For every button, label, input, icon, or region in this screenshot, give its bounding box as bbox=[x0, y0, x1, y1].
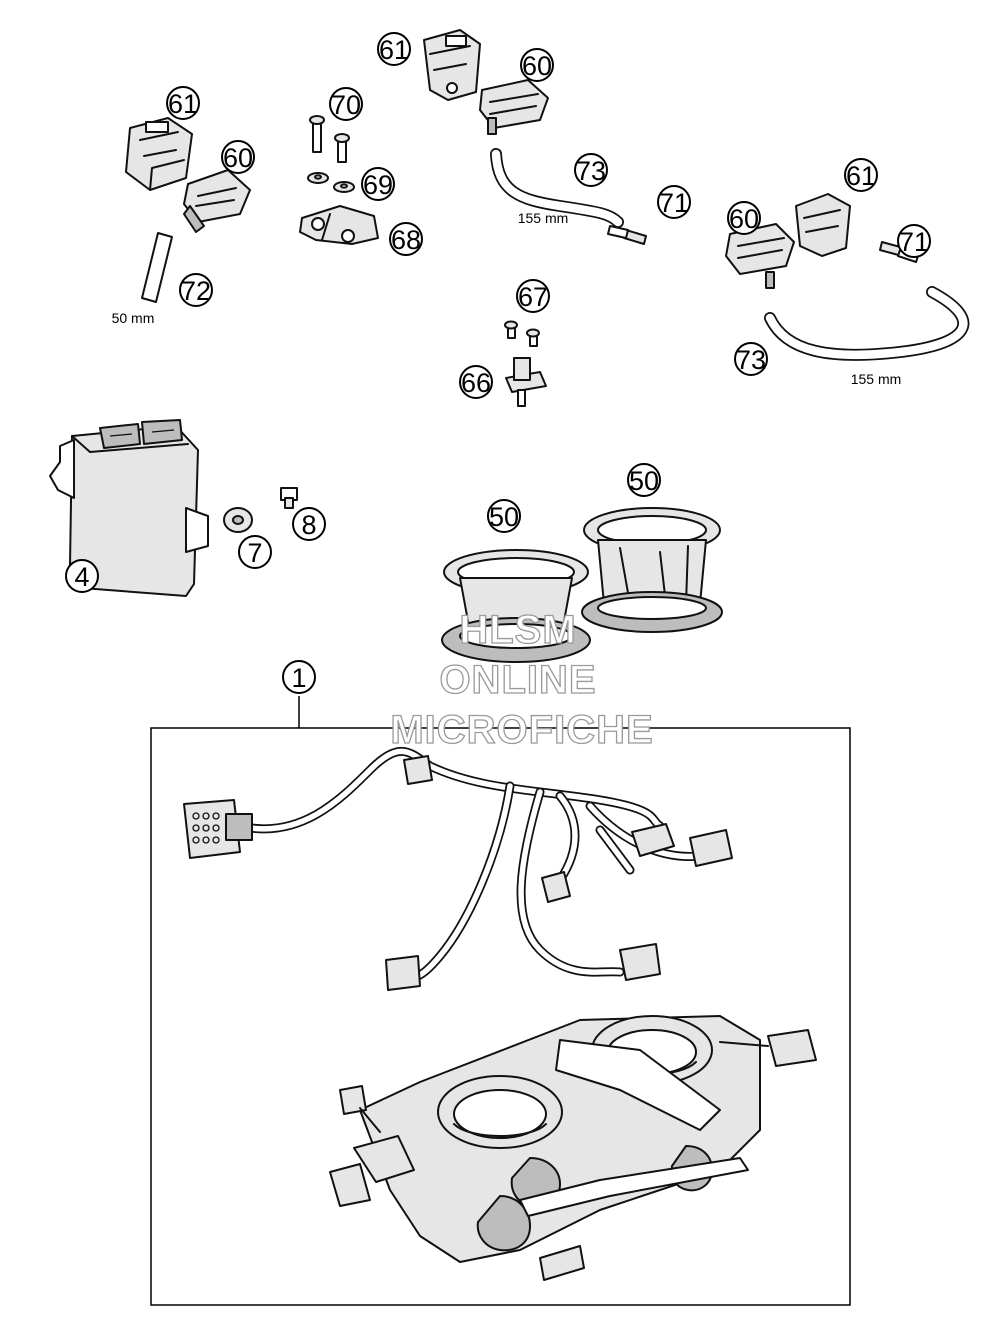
callout-70: 70 bbox=[329, 87, 363, 121]
intake-socket-50-left bbox=[441, 549, 591, 663]
dim-label-155mm-right: 155 mm bbox=[851, 371, 902, 387]
washers-69 bbox=[307, 172, 355, 193]
callout-68: 68 bbox=[389, 222, 423, 256]
callout-4: 4 bbox=[65, 559, 99, 593]
callout-73-right: 73 bbox=[734, 342, 768, 376]
svg-text:70: 70 bbox=[331, 90, 361, 120]
bolt-8 bbox=[280, 487, 298, 509]
svg-text:66: 66 bbox=[461, 368, 491, 398]
svg-text:73: 73 bbox=[736, 345, 766, 375]
svg-text:67: 67 bbox=[518, 282, 548, 312]
svg-text:68: 68 bbox=[391, 225, 421, 255]
callout-67: 67 bbox=[516, 279, 550, 313]
sensor-60-left bbox=[183, 169, 251, 233]
dim-label-155mm-mid: 155 mm bbox=[518, 210, 569, 226]
sensor-60-top bbox=[479, 79, 549, 135]
callout-71-top: 71 bbox=[657, 185, 691, 219]
bracket-61-right bbox=[795, 193, 851, 257]
callout-72: 72 bbox=[179, 273, 213, 307]
svg-text:4: 4 bbox=[74, 562, 89, 592]
callout-60-top-left: 60 bbox=[221, 140, 255, 174]
hose-73-top bbox=[490, 148, 624, 228]
svg-text:1: 1 bbox=[291, 663, 306, 693]
intake-socket-50-right bbox=[581, 507, 723, 633]
svg-text:72: 72 bbox=[181, 276, 211, 306]
ecu-4 bbox=[49, 419, 209, 597]
screws-70 bbox=[309, 115, 350, 163]
dim-label-50mm: 50 mm bbox=[112, 310, 155, 326]
callout-61-top-left: 61 bbox=[166, 86, 200, 120]
svg-text:60: 60 bbox=[223, 143, 253, 173]
svg-text:71: 71 bbox=[899, 227, 929, 257]
watermark: HLSM ONLINE MICROFICHE bbox=[390, 607, 654, 752]
callout-50-right: 50 bbox=[627, 463, 661, 497]
svg-text:60: 60 bbox=[522, 51, 552, 81]
callout-61-top: 61 bbox=[377, 32, 411, 66]
callout-1: 1 bbox=[282, 660, 316, 694]
hose-72 bbox=[141, 232, 173, 303]
callout-69: 69 bbox=[361, 167, 395, 201]
fitting-71-top bbox=[607, 225, 647, 245]
svg-text:8: 8 bbox=[301, 510, 316, 540]
callout-60-right: 60 bbox=[727, 201, 761, 235]
callout-61-right: 61 bbox=[844, 158, 878, 192]
harness-main-connector bbox=[183, 799, 253, 859]
callout-73-top: 73 bbox=[574, 153, 608, 187]
svg-text:7: 7 bbox=[247, 538, 262, 568]
svg-text:60: 60 bbox=[729, 204, 759, 234]
svg-text:50: 50 bbox=[489, 502, 519, 532]
svg-text:61: 61 bbox=[846, 161, 876, 191]
bracket-61-top bbox=[423, 29, 481, 101]
svg-text:61: 61 bbox=[168, 89, 198, 119]
callout-60-top: 60 bbox=[520, 48, 554, 82]
sensor-66 bbox=[505, 357, 547, 407]
watermark-line-3: MICROFICHE bbox=[390, 708, 653, 752]
bracket-68 bbox=[299, 205, 379, 245]
throttle-body bbox=[329, 1015, 817, 1281]
grommet-7 bbox=[223, 507, 253, 533]
wiring-harness bbox=[235, 747, 705, 982]
svg-text:71: 71 bbox=[659, 188, 689, 218]
callout-66: 66 bbox=[459, 365, 493, 399]
assembly-frame bbox=[150, 727, 851, 1306]
screws-67 bbox=[504, 320, 540, 347]
watermark-line-1: HLSM bbox=[459, 608, 576, 652]
bracket-61-left bbox=[125, 117, 193, 191]
watermark-line-2: ONLINE bbox=[439, 658, 596, 702]
callout-7: 7 bbox=[238, 535, 272, 569]
callout-50-left: 50 bbox=[487, 499, 521, 533]
hose-73-right bbox=[764, 286, 970, 361]
callout-8: 8 bbox=[292, 507, 326, 541]
svg-text:50: 50 bbox=[629, 466, 659, 496]
svg-text:73: 73 bbox=[576, 156, 606, 186]
harness-connectors bbox=[385, 755, 733, 991]
svg-text:61: 61 bbox=[379, 35, 409, 65]
svg-text:69: 69 bbox=[363, 170, 393, 200]
callout-71-right: 71 bbox=[897, 224, 931, 258]
sensor-60-right bbox=[725, 223, 795, 289]
